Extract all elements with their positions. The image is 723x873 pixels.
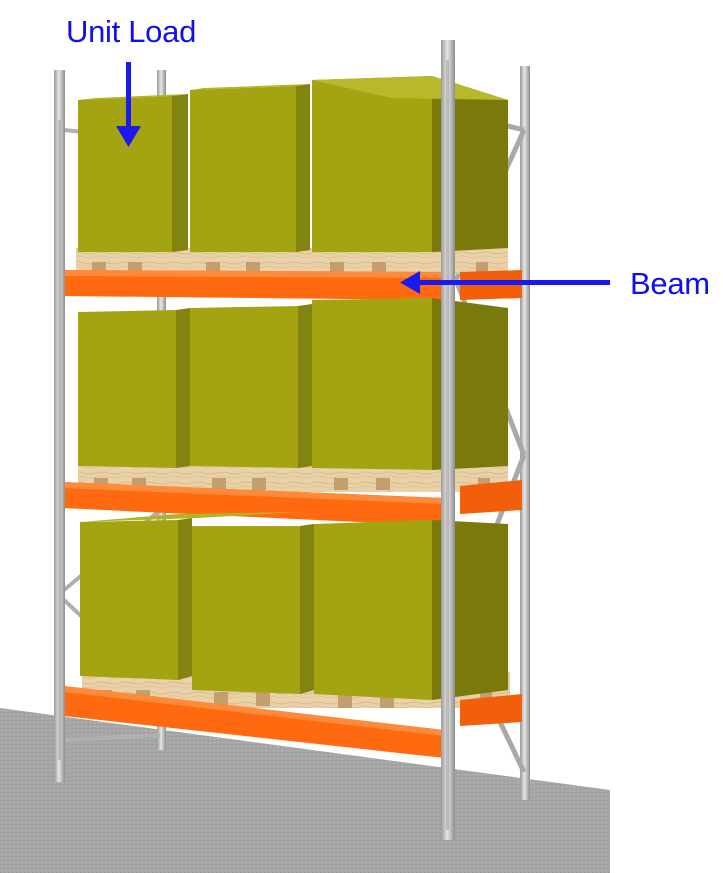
beam-label: Beam: [630, 266, 710, 301]
beam-bottom: [64, 686, 522, 758]
floor: [0, 708, 610, 873]
unit-load-row-top: [76, 76, 508, 274]
beam-arrow: [400, 271, 610, 294]
unit-load-label: Unit Load: [66, 14, 197, 49]
front-uprights: [54, 40, 455, 840]
beam-middle: [62, 480, 522, 526]
beam-top: [62, 270, 522, 300]
unit-load-row-middle: [78, 298, 508, 492]
unit-load-arrow: [116, 62, 141, 147]
unit-load-row-bottom: [80, 512, 510, 708]
